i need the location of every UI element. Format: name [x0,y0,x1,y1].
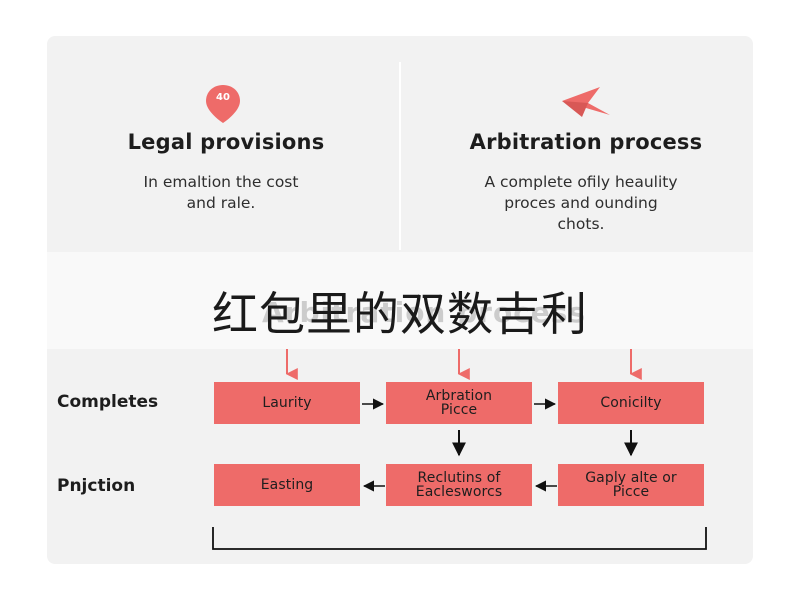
caption-banner-text: 红包里的双数吉利 [212,287,588,341]
flow-node-reclutins: Reclutins of Eaclesworcs [386,464,532,506]
legal-provisions-title: Legal provisions [127,130,325,154]
pin-icon-label: 40 [216,92,230,103]
legal-provisions-description: In emaltion the cost and rale. [143,173,299,212]
column-divider [399,62,401,250]
banner-ghost-text: Arbitration process [262,296,587,329]
flow-node-arbration-picce: Arbration Picce [386,382,532,424]
flow-node-conicilty: Conicilty [558,382,704,424]
row-label-pnjction: Pnjction [57,476,136,496]
flow-node-easting: Easting [214,464,360,506]
caption-banner [0,252,800,349]
flow-node-laurity: Laurity [214,382,360,424]
row-label-completes: Completes [57,392,159,412]
location-pin-icon [206,85,240,123]
arbitration-process-title: Arbitration process [469,130,703,154]
paper-plane-icon [562,87,610,117]
arbitration-process-description: A complete ofily heaulity proces and oun… [484,173,678,233]
flow-node-gaply-alte: Gaply alte or Picce [558,464,704,506]
